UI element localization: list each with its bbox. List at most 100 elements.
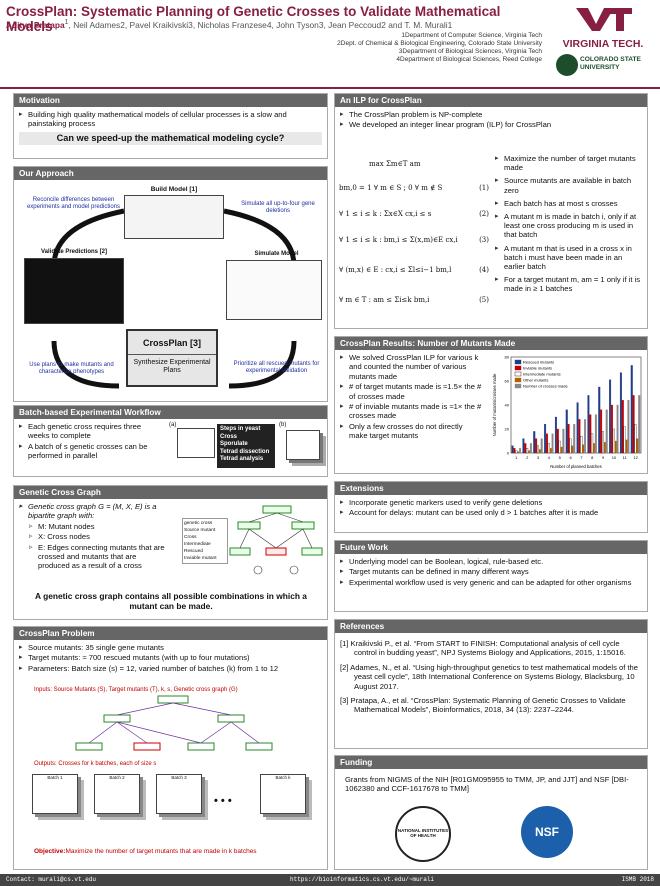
- section-heading: An ILP for CrossPlan: [335, 94, 647, 107]
- y-tick-label: 20: [505, 427, 510, 432]
- x-tick-label: 3: [537, 455, 540, 460]
- chart-bar: [551, 433, 554, 454]
- future-section: Future Work Underlying model can be Bool…: [334, 540, 648, 612]
- chart-bar: [569, 438, 572, 454]
- legend-swatch: [514, 383, 522, 389]
- reference-item: [2] Adames, N., et al. “Using high-throu…: [340, 662, 638, 691]
- x-tick-label: 8: [591, 455, 594, 460]
- equation: ∀ (m,x) ∈ E : cx,i ≤ Σl≤i−1 bm,l(4): [339, 266, 489, 274]
- motivation-section: Motivation Building high quality mathema…: [13, 93, 328, 159]
- chart-bar: [636, 438, 639, 454]
- yeast-steps: Steps in yeast Cross Sporulate Tetrad di…: [217, 424, 275, 468]
- y-tick-label: 40: [505, 403, 510, 408]
- chart-bar: [587, 395, 590, 454]
- bullet: Target mutants can be defined in many di…: [340, 567, 642, 577]
- bullet: Underlying model can be Boolean, logical…: [340, 557, 642, 567]
- bullet: Only a few crosses do not directly make …: [340, 422, 482, 441]
- legend-swatch: [514, 359, 522, 365]
- panel-label-b: (b): [279, 422, 287, 428]
- bullet: Parameters: Batch size (s) = 12, varied …: [19, 664, 322, 674]
- chart-bar: [554, 416, 557, 454]
- x-tick-label: 11: [623, 455, 628, 460]
- bullet: We solved CrossPlan ILP for various k an…: [340, 353, 482, 381]
- section-heading: Motivation: [14, 94, 327, 107]
- equation: ∀ m ∈ T : am ≤ Σi≤k bm,i(5): [339, 296, 489, 304]
- chart-bar: [576, 402, 579, 454]
- equation: ∀ 1 ≤ i ≤ k : Σx∈X cx,i ≤ s(2): [339, 210, 489, 218]
- prioritize-note: Prioritize all rescued mutants for exper…: [233, 361, 320, 374]
- build-model-label: Build Model [1]: [150, 186, 198, 193]
- chart-bar: [524, 443, 527, 454]
- chart-bar: [582, 444, 585, 454]
- problem-section: CrossPlan Problem Source mutants: 35 sin…: [13, 626, 328, 870]
- chart-bar: [517, 451, 520, 454]
- poster-title: CrossPlan: Systematic Planning of Geneti…: [6, 4, 501, 34]
- y-tick-label: 0: [507, 451, 510, 456]
- simulation-graph: [226, 260, 322, 320]
- chart-bar: [573, 424, 576, 454]
- affiliation: 3Department of Biological Sciences, Virg…: [398, 48, 542, 55]
- bullet: Target mutants: ≈ 700 rescued mutants (w…: [19, 653, 322, 663]
- chart-bar: [589, 414, 592, 454]
- chart-bar: [584, 419, 587, 454]
- cross-diagram: [177, 428, 215, 458]
- legend-swatch: [514, 371, 522, 377]
- panel-label-a: (a): [169, 422, 177, 428]
- footer-url[interactable]: https://bioinformatics.cs.vt.edu/~murali: [290, 876, 435, 883]
- key-question: Can we speed-up the mathematical modelin…: [19, 131, 322, 146]
- results-section: CrossPlan Results: Number of Mutants Mad…: [334, 336, 648, 474]
- chart-bar: [515, 450, 518, 454]
- chart-bar: [528, 450, 531, 454]
- batch-stack: [286, 430, 320, 460]
- explanation: Source mutants are available in batch ze…: [495, 176, 643, 194]
- ilp-equations: max Σm∈T am bm,0 = 1 ∀ m ∈ S ; 0 ∀ m ∉ S…: [335, 154, 495, 324]
- section-heading: Funding: [335, 756, 647, 769]
- graph-item: X: Cross nodes: [29, 532, 167, 542]
- chart-bar: [625, 439, 628, 454]
- y-axis-label: Number of mutants/crosses made: [492, 373, 497, 437]
- chart-bar: [614, 440, 617, 454]
- vt-logo-text: VIRGINIA TECH.: [562, 38, 644, 50]
- x-tick-label: 2: [526, 455, 529, 460]
- x-tick-label: 7: [580, 455, 583, 460]
- chart-bar: [616, 404, 619, 454]
- chart-bar: [556, 428, 559, 454]
- batch-3: Batch 3: [156, 774, 202, 814]
- bullet: Incorporate genetic markers used to veri…: [340, 498, 642, 508]
- chart-bar: [598, 386, 601, 454]
- chart-bar: [571, 445, 574, 454]
- header-divider: [0, 87, 660, 89]
- footer-contact: Contact: murali@cs.vt.edu: [6, 876, 97, 883]
- affiliation: 2Dept. of Chemical & Biological Engineer…: [337, 40, 542, 47]
- footer: Contact: murali@cs.vt.edu https://bioinf…: [0, 874, 660, 886]
- crossplan-label: CrossPlan [3]: [128, 331, 216, 355]
- chart-bar: [558, 440, 561, 454]
- chart-bar: [632, 395, 635, 454]
- chart-bar: [562, 428, 565, 454]
- section-heading: References: [335, 620, 647, 633]
- crossplan-box: CrossPlan [3] Synthesize Experimental Pl…: [126, 329, 218, 387]
- author-list: Aditya Pratapa1, Neil Adames2, Pavel Kra…: [6, 19, 453, 30]
- chart-bar: [540, 438, 543, 454]
- x-tick-label: 6: [569, 455, 572, 460]
- chart-bar: [535, 438, 538, 454]
- nih-logo-icon: NATIONAL INSTITUTES OF HEALTH: [395, 806, 451, 862]
- problem-inputs: Inputs: Source Mutants (S), Target mutan…: [34, 687, 238, 693]
- chart-bar: [547, 443, 550, 454]
- explanation: A mutant m that is used in a cross x in …: [495, 244, 643, 272]
- microscopy-images: [24, 258, 124, 324]
- simulate-note: Simulate all up-to-four gene deletions: [241, 201, 315, 214]
- bullet: Account for delays: mutant can be used o…: [340, 508, 642, 518]
- cross-graph-diagram: [229, 505, 323, 575]
- chart-bar: [565, 409, 568, 454]
- affiliation: 4Department of Biological Sciences, Reed…: [396, 56, 542, 63]
- model-wiring-diagram: [124, 195, 224, 239]
- bullet: Source mutants: 35 single gene mutants: [19, 643, 322, 653]
- legend-label: Rescued mutants: [523, 360, 554, 365]
- section-heading: CrossPlan Results: Number of Mutants Mad…: [335, 337, 647, 350]
- graph-conclusion: A genetic cross graph contains all possi…: [35, 591, 307, 611]
- chart-bar: [612, 428, 615, 454]
- chart-bar: [627, 400, 630, 454]
- csu-seal-icon: [556, 54, 578, 76]
- nsf-logo-icon: NSF: [521, 806, 573, 858]
